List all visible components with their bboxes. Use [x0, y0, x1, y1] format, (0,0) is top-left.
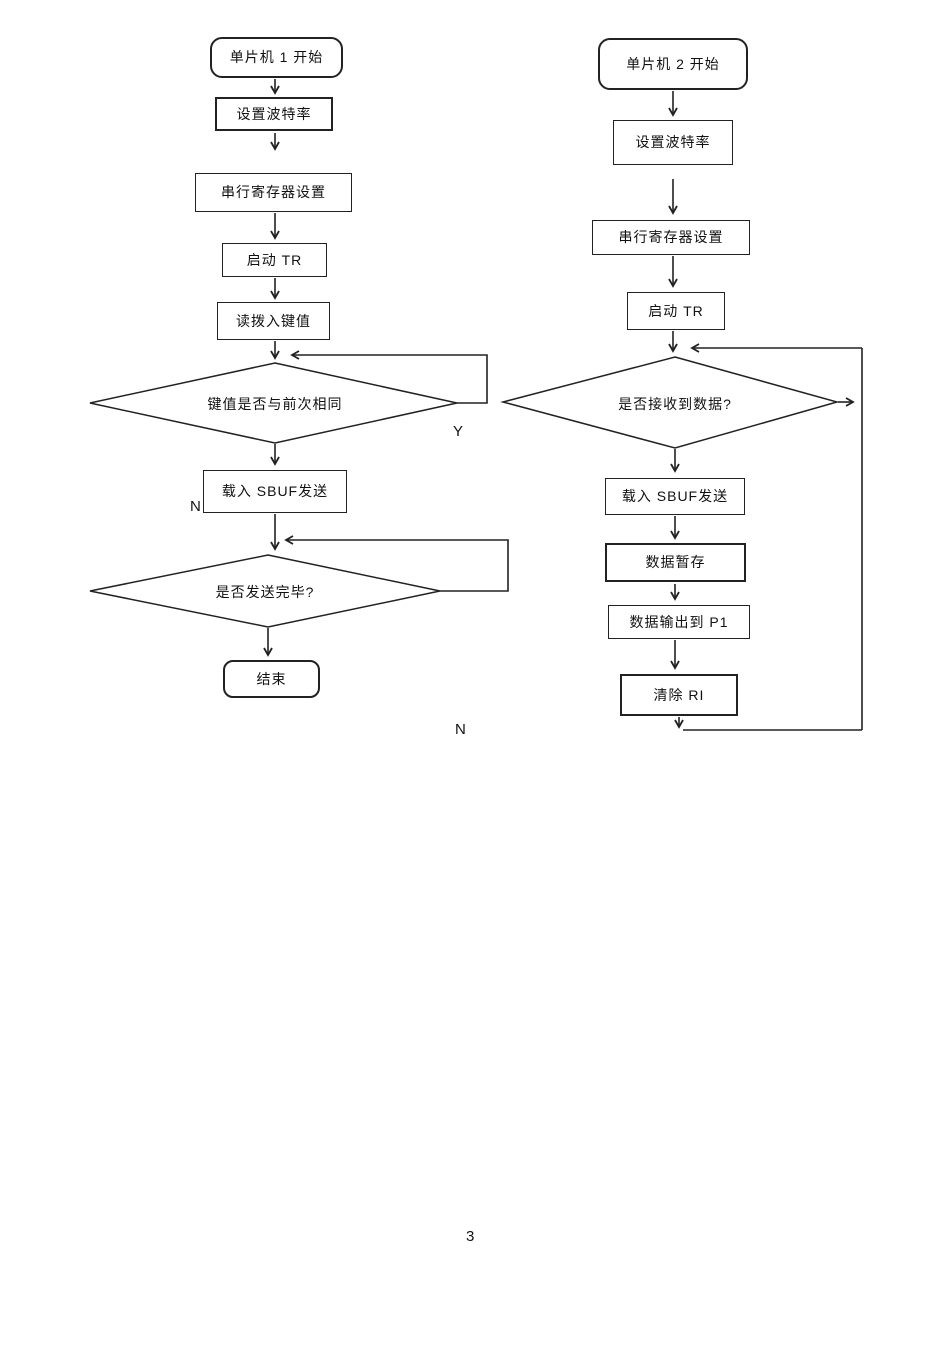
node-mcu1-start-tr: 启动 TR — [222, 243, 327, 277]
node-mcu1-load-sbuf: 载入 SBUF发送 — [203, 470, 347, 513]
decision-send-done-label: 是否发送完毕? — [215, 584, 315, 600]
node-mcu2-clear-ri: 清除 RI — [620, 674, 738, 716]
decision-data-received-shape — [500, 356, 840, 449]
decision-key-same-label: 键值是否与前次相同 — [207, 396, 343, 412]
node-mcu1-serial-register: 串行寄存器设置 — [195, 173, 352, 212]
page-number: 3 — [466, 1228, 475, 1245]
node-mcu2-serial-register: 串行寄存器设置 — [592, 220, 750, 255]
branch-label-no-load: N — [190, 498, 201, 515]
node-mcu1-read-key: 读拨入键值 — [217, 302, 330, 340]
node-mcu1-set-baud: 设置波特率 — [215, 97, 333, 131]
loop-l-key-same-feedback — [290, 350, 488, 404]
node-mcu2-data-output-p1: 数据输出到 P1 — [608, 605, 750, 639]
node-mcu2-start: 单片机 2 开始 — [598, 38, 748, 90]
branch-label-yes: Y — [453, 423, 464, 440]
node-mcu1-start: 单片机 1 开始 — [210, 37, 343, 78]
decision-data-received-label: 是否接收到数据? — [618, 396, 732, 412]
branch-label-no-loop: N — [455, 721, 466, 738]
decision-key-same-shape — [89, 362, 458, 444]
node-mcu2-start-tr: 启动 TR — [627, 292, 725, 330]
loop-l-send-done-feedback — [284, 535, 509, 592]
node-mcu1-end: 结束 — [223, 660, 320, 698]
node-mcu2-set-baud: 设置波特率 — [613, 120, 733, 165]
node-mcu2-data-buffer: 数据暂存 — [605, 543, 746, 582]
node-mcu2-load-sbuf: 载入 SBUF发送 — [605, 478, 745, 515]
decision-send-done-shape — [89, 554, 441, 628]
